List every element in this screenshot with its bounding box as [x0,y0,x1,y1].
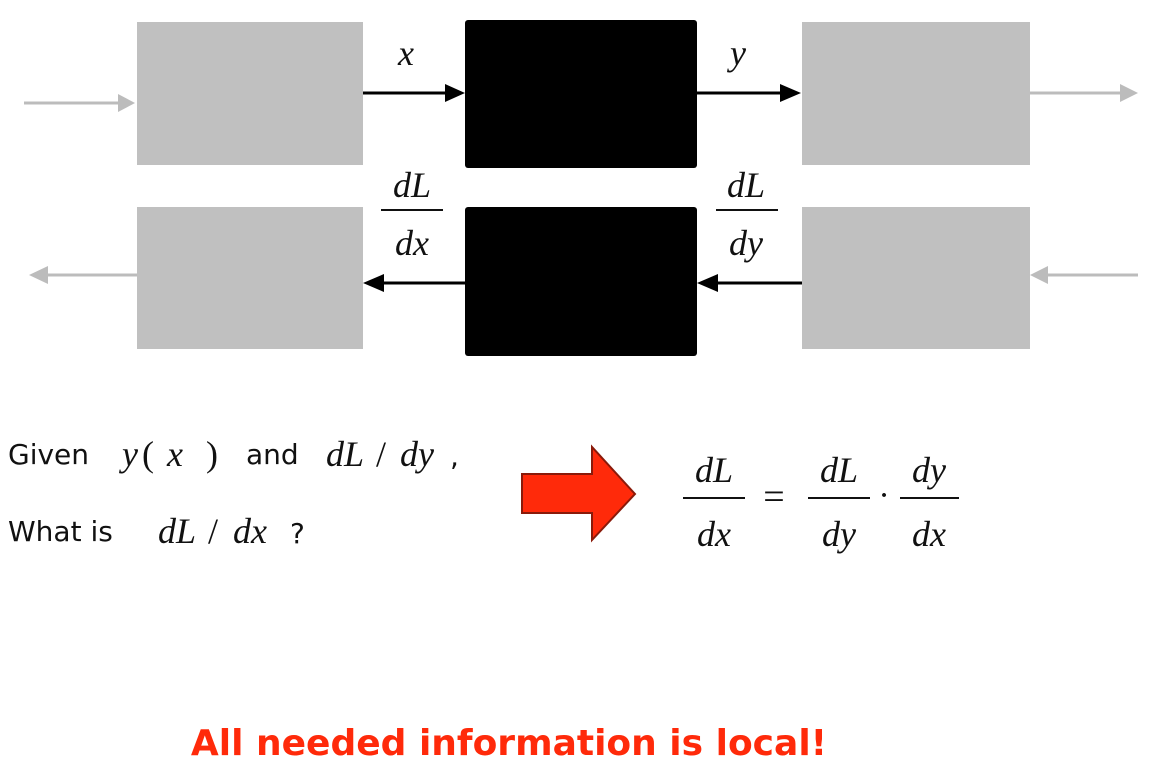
question-line-1: Given y ( x ) and dL / dy , [8,434,459,474]
svg-text:Given: Given [8,438,89,471]
y-arrow [697,84,801,102]
implies-arrow-icon [521,444,637,543]
svg-text:dL: dL [393,165,431,205]
formula-lhs: dL dx [683,450,745,554]
conclusion-text: All needed information is local! [191,723,827,764]
svg-text:dx: dx [697,514,731,554]
svg-text:and: and [246,438,299,471]
svg-text:/: / [208,511,218,551]
svg-text:dL: dL [820,450,858,490]
dL-dx-fraction: dL dx [381,165,443,263]
y-label: y [727,33,746,73]
svg-text:dy: dy [822,514,856,554]
svg-text:x: x [166,434,183,474]
svg-text:dy: dy [400,434,434,474]
svg-text:What is: What is [8,515,113,548]
svg-text:dx: dx [395,223,429,263]
output-arrow-grey [1030,84,1138,102]
formula-equals: = [763,476,784,518]
svg-text:,: , [450,440,459,473]
chain-rule-formula: dL dx = dL dy · dy dx [683,450,959,554]
svg-text:dL: dL [158,511,196,551]
question-line-2: What is dL / dx ? [8,511,305,551]
dL-dy-fraction: dL dy [716,165,778,263]
svg-text:dL: dL [695,450,733,490]
formula-dot: · [878,477,889,514]
formula-rhs1: dL dy [808,450,870,554]
svg-text:dL: dL [727,165,765,205]
incoming-grad-arrow-grey [1030,266,1138,284]
svg-text:dy: dy [729,223,763,263]
prev-module-box-backward [137,207,363,349]
svg-text:dx: dx [233,511,267,551]
next-module-box [802,22,1030,165]
svg-text:dy: dy [912,450,946,490]
dL-dy-arrow [697,274,802,292]
svg-text:y: y [119,434,138,474]
svg-text:): ) [206,434,218,474]
module-box [465,20,697,168]
input-arrow-grey [24,94,135,112]
dL-dx-arrow [363,274,465,292]
x-label: x [397,33,414,73]
next-module-box-backward [802,207,1030,349]
outgoing-grad-arrow-grey [29,266,137,284]
svg-text:dL: dL [326,434,364,474]
svg-text:dx: dx [912,514,946,554]
svg-text:/: / [376,434,386,474]
prev-module-box [137,22,363,165]
svg-text:(: ( [142,434,154,474]
formula-rhs2: dy dx [900,450,959,554]
x-arrow [363,84,465,102]
module-box-backward [465,207,697,356]
svg-text:?: ? [290,517,305,550]
